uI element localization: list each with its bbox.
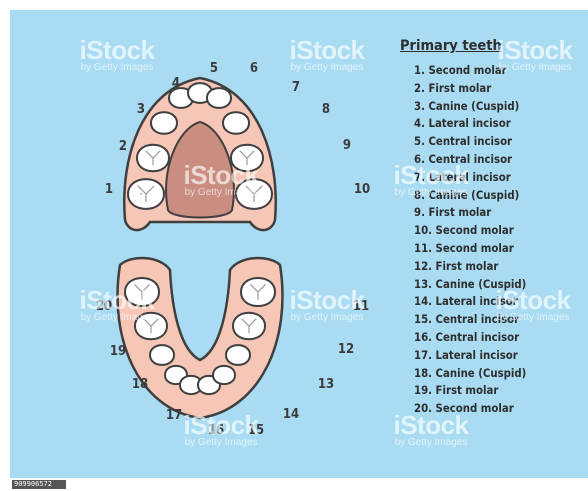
tooth: [213, 366, 235, 384]
tooth-number: 10: [354, 182, 370, 197]
tooth-number: 19: [110, 344, 126, 359]
tooth-number: 13: [318, 377, 334, 392]
legend-item: 11. Second molar: [414, 240, 526, 258]
legend-item: 9. First molar: [414, 204, 526, 222]
stock-id-label: 909906572: [12, 480, 66, 489]
upper-arch: [124, 78, 275, 230]
legend-item: 3. Canine (Cuspid): [414, 98, 526, 116]
legend-item: 7. Lateral incisor: [414, 169, 526, 187]
tooth-number: 4: [172, 76, 180, 91]
legend-item: 4. Lateral incisor: [414, 115, 526, 133]
legend-item: 1. Second molar: [414, 62, 526, 80]
tooth-number: 3: [137, 102, 145, 117]
tooth: [226, 345, 250, 365]
tooth-number: 12: [338, 342, 354, 357]
legend-item: 12. First molar: [414, 258, 526, 276]
tooth: [151, 112, 177, 133]
tooth: [207, 88, 231, 108]
legend-item: 18. Canine (Cuspid): [414, 365, 526, 383]
legend-item: 15. Central incisor: [414, 311, 526, 329]
legend-item: 14. Lateral incisor: [414, 293, 526, 311]
tooth-number: 17: [166, 408, 182, 423]
legend-item: 6. Central incisor: [414, 151, 526, 169]
tooth-number: 8: [322, 102, 330, 117]
tooth-number: 18: [132, 377, 148, 392]
tooth-number: 5: [210, 61, 218, 76]
tooth-number: 20: [96, 299, 112, 314]
lower-arch: [118, 258, 283, 418]
legend-item: 10. Second molar: [414, 222, 526, 240]
tooth-number: 9: [343, 138, 351, 153]
tooth-number: 6: [250, 61, 258, 76]
tooth-number: 14: [283, 407, 299, 422]
tooth-number: 7: [292, 80, 300, 95]
legend-item: 2. First molar: [414, 80, 526, 98]
legend-item: 8. Canine (Cuspid): [414, 187, 526, 205]
tooth-number: 11: [353, 299, 369, 314]
legend-item: 17. Lateral incisor: [414, 347, 526, 365]
legend-item: 20. Second molar: [414, 400, 526, 418]
legend-item: 19. First molar: [414, 382, 526, 400]
legend-item: 13. Canine (Cuspid): [414, 276, 526, 294]
tooth: [150, 345, 174, 365]
tooth-number: 16: [208, 423, 224, 438]
tooth-number: 1: [105, 182, 113, 197]
tooth: [223, 112, 249, 133]
tooth-number: 2: [119, 139, 127, 154]
tooth-number: 15: [248, 423, 264, 438]
legend-title: Primary teeth: [400, 38, 526, 54]
legend-item: 16. Central incisor: [414, 329, 526, 347]
legend-item: 5. Central incisor: [414, 133, 526, 151]
